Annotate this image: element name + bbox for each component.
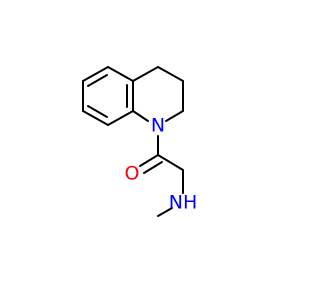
amine-nitrogen-label: NH (169, 192, 198, 214)
molecule-structure: N O NH (82, 66, 198, 217)
bond-c2ring-n (165, 110, 184, 122)
carbonyl-oxygen-label: O (125, 163, 140, 185)
bond-c1-c2 (82, 66, 109, 82)
bond-carbonyl-ch2 (157, 154, 184, 171)
bond-carbonyl-o-2 (143, 161, 163, 174)
bond-c4-c4a (107, 110, 134, 126)
bond-c3-c4-inner (87, 105, 108, 118)
bond-carbonyl-o-1 (139, 154, 159, 167)
bond-c3-c4 (82, 110, 109, 126)
benzene-ring (82, 66, 134, 126)
piperidine-ring (132, 66, 184, 122)
side-chain (139, 135, 184, 217)
ring-nitrogen-label: N (151, 115, 165, 137)
bond-c4ring-c3ring (157, 66, 184, 82)
bond-n-c4a (132, 110, 149, 122)
bond-nh-methyl (157, 207, 173, 217)
bond-c1-c2-inner (87, 74, 108, 87)
bond-c8a-c4ring (132, 66, 159, 82)
bond-c8a-c1 (107, 66, 134, 82)
